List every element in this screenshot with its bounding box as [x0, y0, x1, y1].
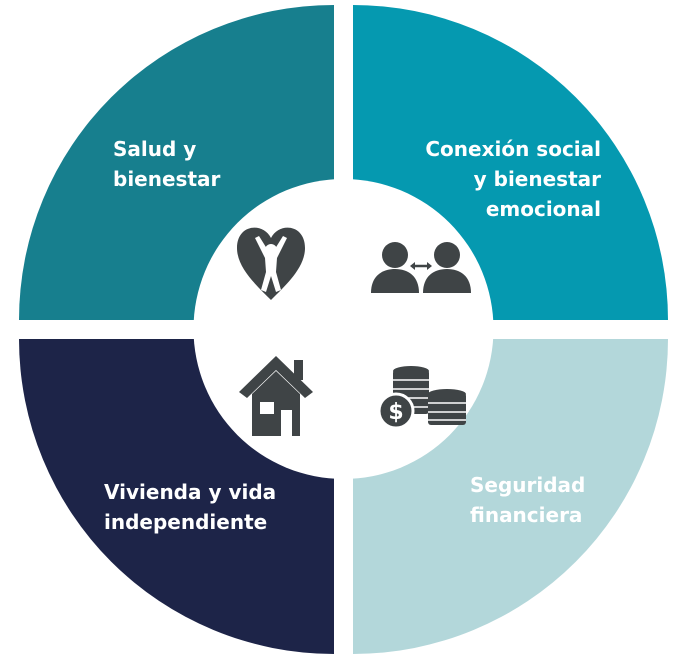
- label-health-line1: Salud y: [113, 137, 197, 161]
- label-housing: Vivienda y vida independiente: [104, 477, 276, 537]
- coins-dollar-icon: $: [377, 366, 466, 430]
- label-social-line2: y bienestar: [473, 167, 601, 191]
- label-housing-line2: independiente: [104, 510, 268, 534]
- label-financial-line1: Seguridad: [470, 473, 586, 497]
- house-icon: [239, 356, 313, 436]
- label-health: Salud y bienestar: [113, 134, 220, 194]
- heart-person-icon: [237, 227, 305, 300]
- label-social: Conexión social y bienestar emocional: [425, 134, 601, 224]
- center-circle: [193, 179, 494, 479]
- label-financial-line2: financiera: [470, 503, 583, 527]
- label-housing-line1: Vivienda y vida: [104, 480, 277, 504]
- svg-text:$: $: [388, 400, 403, 425]
- label-financial: Seguridad financiera: [470, 470, 585, 530]
- label-social-line1: Conexión social: [425, 137, 601, 161]
- people-connection-icon: [371, 242, 471, 293]
- label-social-line3: emocional: [485, 197, 601, 221]
- label-health-line2: bienestar: [113, 167, 221, 191]
